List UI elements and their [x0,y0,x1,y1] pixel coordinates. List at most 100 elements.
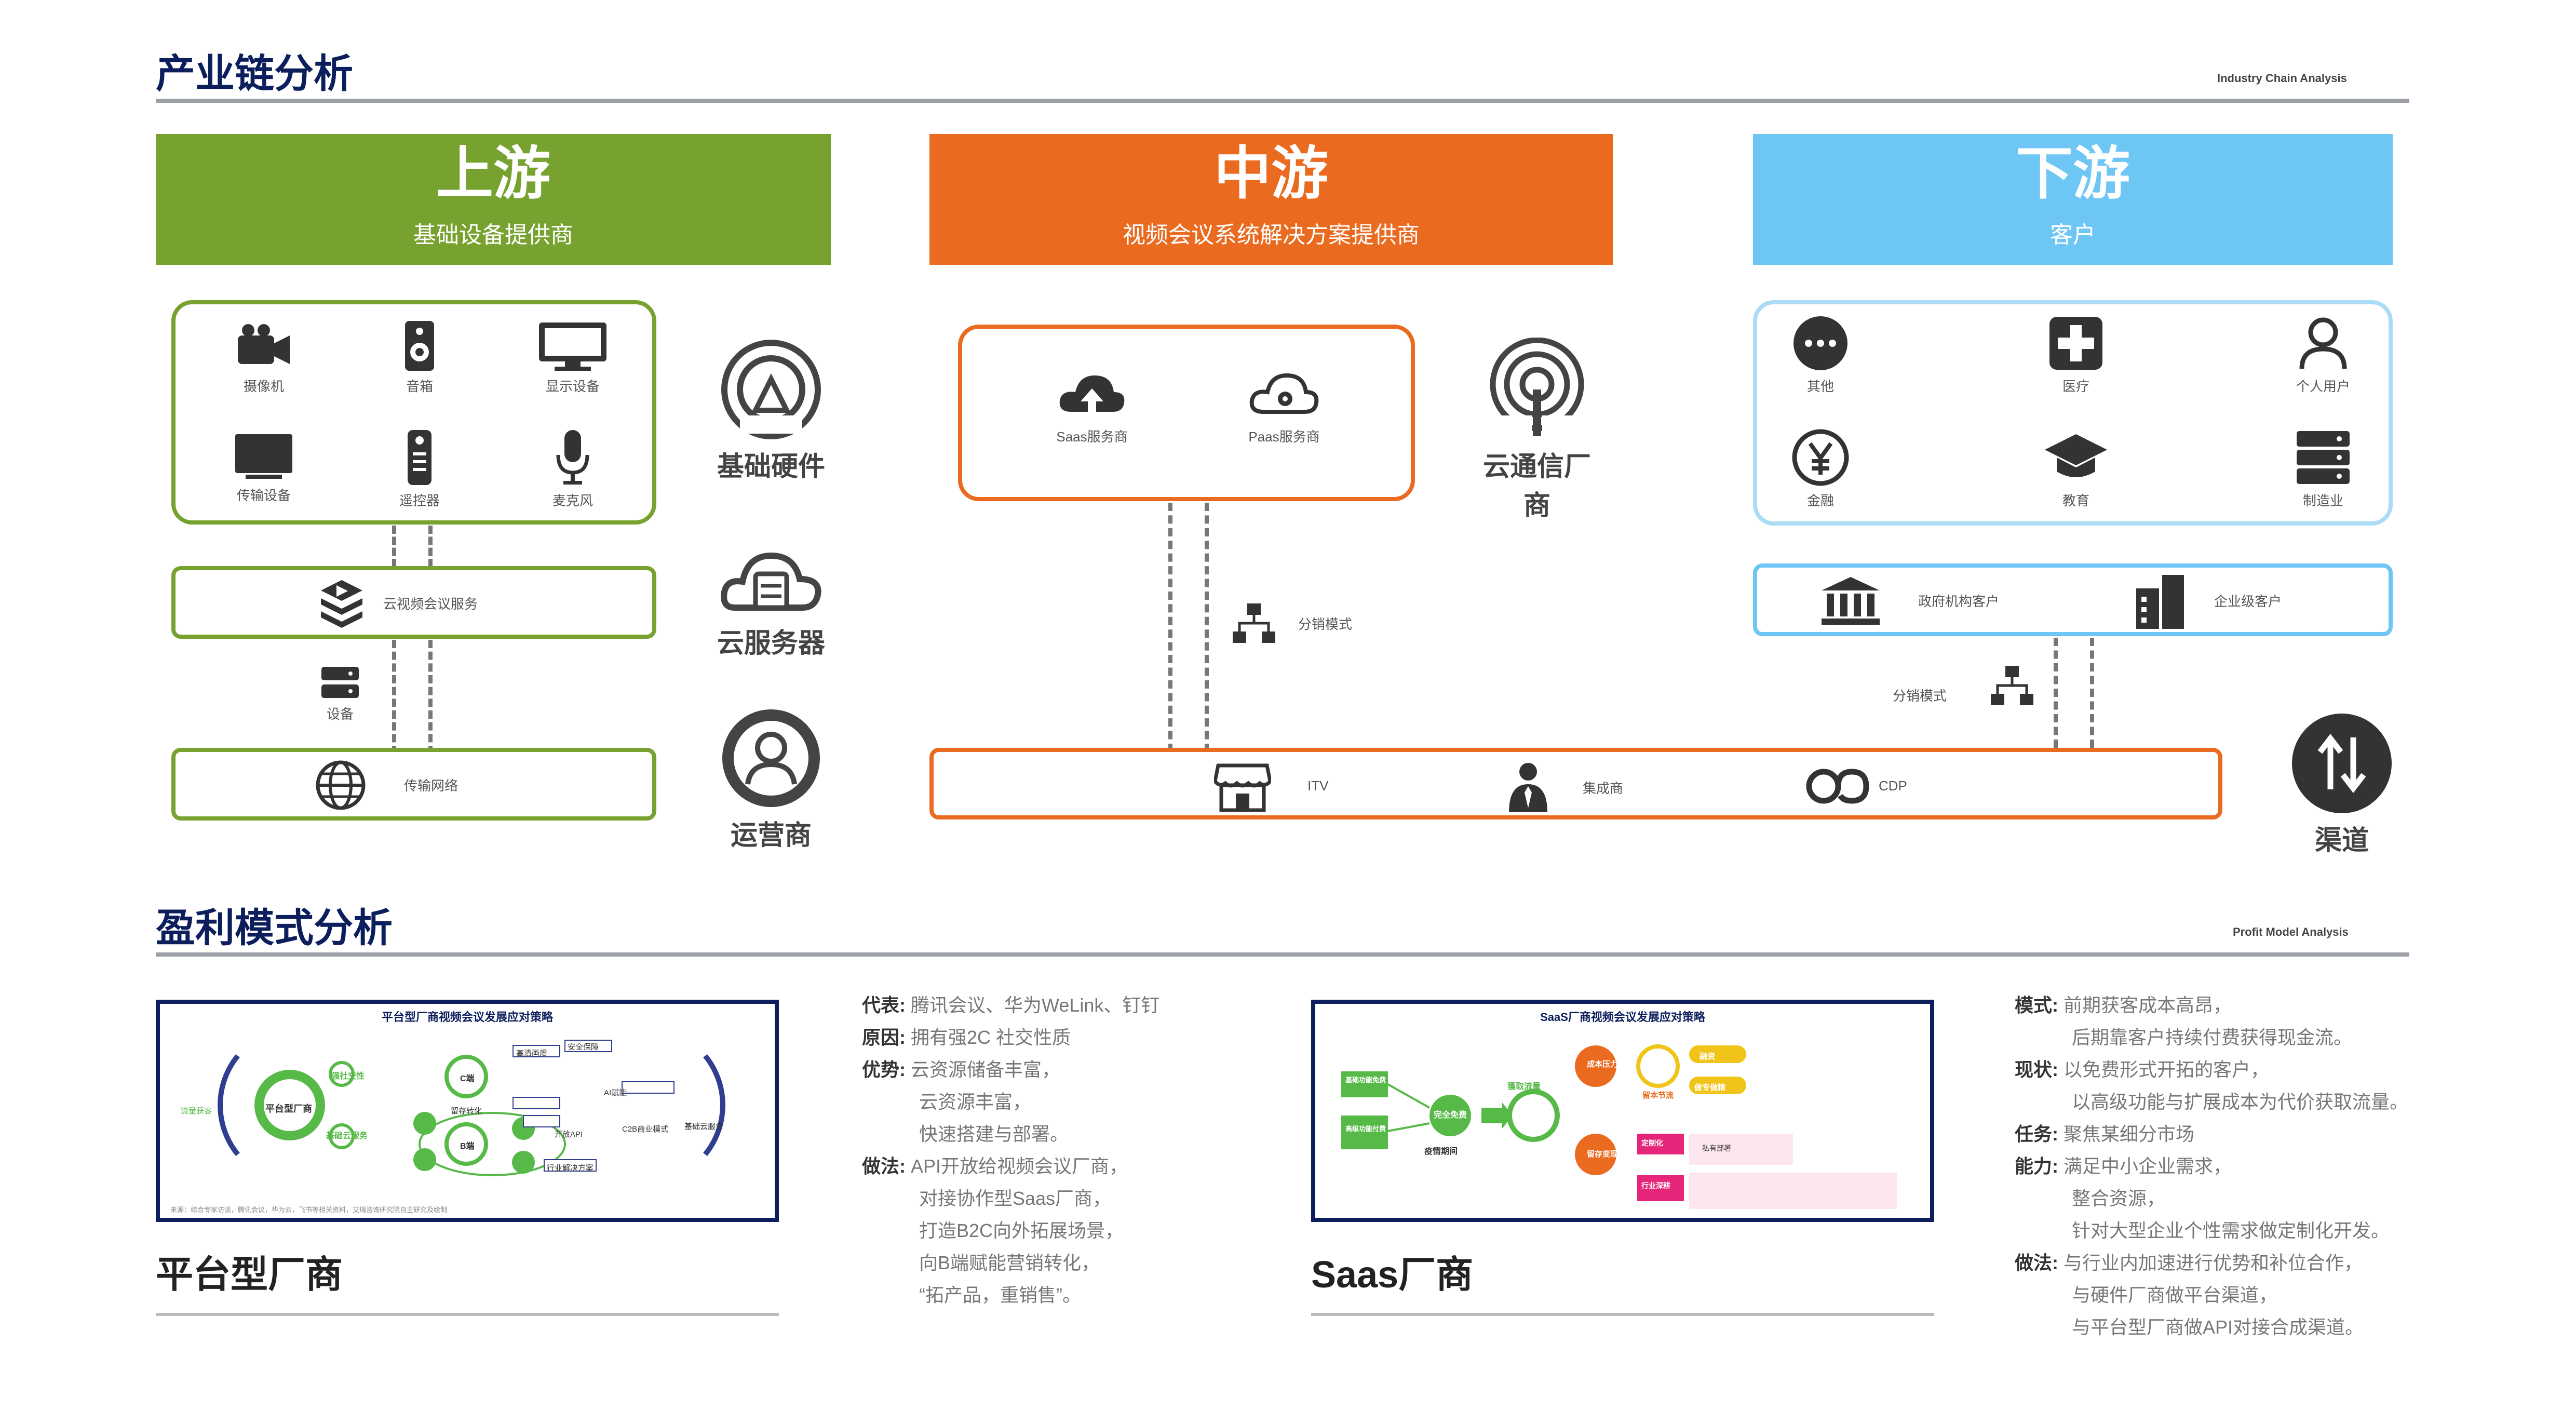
downstream-client-bar: 政府机构客户 企业级客户 [1753,563,2393,636]
downstream-title: 下游 [2016,142,2130,206]
government-building-icon [1822,577,1880,625]
saas-notes: 模式: 前期获客成本高昂， 后期靠客户持续付费获得现金流。 现状: 以免费形式开… [2015,995,2409,1338]
hierarchy-icon-2 [1991,666,2033,705]
saas-figure-label-traffic: 獲取流量 [1507,1082,1541,1091]
downstream-link-2 [2090,638,2094,748]
platform-underline [156,1313,779,1316]
midstream-channel-bar: ITV 集成商 CDP [929,748,2222,819]
saas-figure-label-save: 留本节流 [1642,1091,1674,1100]
saas-name: Saas厂商 [1311,1254,1474,1296]
upstream-side-hardware: 基础硬件 [709,338,833,483]
upstream-bar1-label: 云视频会议服务 [383,596,478,612]
server-stack-icon [2297,431,2350,484]
platform-strategy-figure: 平台型厂商视频会议发展应对策略 平台型厂商 强社交性 基础云服务 C端 B端 留… [156,1000,779,1222]
remote-icon [408,430,431,485]
graduation-cap-icon [2045,434,2107,477]
exchange-arrows-icon [2292,714,2392,813]
channel-cdp-label: CDP [1879,778,1907,794]
saas-figure-label-paid-advanced: 高级功能付费 [1345,1125,1386,1133]
section-rule [156,99,2409,103]
speaker-icon [405,321,434,371]
saas-strategy-figure: SaaS厂商视频会议发展应对策略 基础功能免费 高级功能付费 完全免费 疫情期间… [1311,1000,1934,1222]
midstream-link-1 [1168,503,1172,752]
saas-strategy-diagram [1341,1044,1897,1209]
upstream-device-box: 摄像机 音箱 显示设备 传输设备 遥控器 麦克风 [171,300,656,525]
service-paas: Paas服务商 [1232,370,1336,446]
cloud-server-icon [721,552,821,611]
customer-individual: 个人用户 [2271,315,2375,395]
device-transmission: 传输设备 [212,429,316,504]
globe-icon [316,760,366,810]
midstream-subtitle: 视频会议系统解决方案提供商 [1123,222,1420,248]
integrator-person-icon [1509,763,1547,812]
upstream-link-1 [392,526,396,567]
camera-icon [238,324,290,364]
saas-figure-label-deep: 行业深耕 [1641,1181,1670,1190]
upstream-bar-network: 传输网络 [171,748,656,821]
downstream-band: 下游 客户 [1753,134,2393,265]
midstream-service-box: Saas服务商 Paas服务商 [958,325,1415,501]
platform-figure-center-label: 平台型厂商 [265,1104,312,1114]
downstream-subtitle: 客户 [2050,222,2096,248]
operator-user-icon [722,709,820,807]
upstream-link-3 [392,640,396,754]
more-dots-icon [1793,316,1847,370]
downstream-side-channel: 渠道 [2280,711,2404,857]
section-title-profit-model: 盈利模式分析 [156,906,393,950]
office-building-icon [2136,575,2184,629]
saas-figure-label-pandemic: 疫情期间 [1424,1147,1458,1156]
platform-figure-label-c: C端 [460,1074,475,1083]
cdp-link-icon [1806,769,1869,804]
platform-figure-label-retention: 留存转化 [451,1107,482,1116]
customer-medical: 医疗 [2024,315,2128,395]
device-display: 显示设备 [521,320,625,395]
saas-underline [1311,1313,1934,1316]
downstream-mid-distribution: 分销模式 [1893,665,2035,709]
midstream-side-cloud-comm: 云通信厂商 [1475,338,1599,522]
midstream-mid-distribution: 分销模式 [1231,602,1352,647]
platform-figure-source: 来源：综合专家访谈，腾讯会议，华为云，飞书等相关资料，艾瑞咨询研究院自主研究及绘… [170,1206,448,1214]
saas-figure-label-focus: 做专做精 [1694,1083,1726,1092]
channel-integrator-label: 集成商 [1583,781,1624,796]
saas-figure-label-custom: 定制化 [1641,1139,1663,1147]
section-subtitle-industry-chain: Industry Chain Analysis [2217,72,2347,85]
hardware-signal-icon [721,340,821,439]
section-rule-2 [156,952,2409,957]
customer-other: 其他 [1769,315,1872,395]
downstream-customer-box: 其他 医疗 个人用户 金融 教育 制造业 [1753,300,2393,526]
monitor-icon [539,322,606,371]
upstream-band: 上游 基础设备提供商 [156,134,831,265]
upstream-bar2-label: 传输网络 [404,778,458,794]
upstream-bar-conference: 云视频会议服务 [171,566,656,639]
store-icon [1214,763,1271,812]
platform-figure-label-acquire: 流量获客 [181,1107,212,1116]
device-camera: 摄像机 [212,320,316,395]
platform-figure-label-security: 安全保障 [568,1043,599,1052]
cloud-upload-icon [1059,375,1125,420]
device-microphone: 麦克风 [521,429,625,509]
device-speaker: 音箱 [368,320,471,395]
saas-figure-label-cost: 成本压力 [1586,1060,1618,1069]
user-icon [2299,317,2347,369]
upstream-link-2 [428,526,433,567]
platform-figure-label-industry: 行业解决方案 [547,1164,594,1173]
customer-education: 教育 [2024,429,2128,509]
upstream-subtitle: 基础设备提供商 [413,222,573,248]
gov-client-label: 政府机构客户 [1918,594,2000,609]
upstream-mid-device: 设备 [319,665,361,723]
yen-icon [1792,429,1849,486]
upstream-side-operator: 运营商 [709,706,833,852]
upstream-link-4 [428,640,433,754]
saas-figure-label-private: 私有部署 [1702,1144,1731,1152]
section-subtitle-profit-model: Profit Model Analysis [2233,925,2349,938]
medical-cross-icon [2049,317,2102,370]
saas-figure-label-free-basic: 基础功能免费 [1345,1076,1386,1084]
customer-manufacturing: 制造业 [2271,429,2375,509]
cloud-gear-icon [1249,373,1319,414]
channel-itv-label: ITV [1307,778,1329,794]
midstream-title: 中游 [1214,142,1328,206]
platform-figure-label-cloud-2: 基础云服务 [684,1122,724,1131]
saas-figure-title: SaaS厂商视频会议发展应对策略 [1540,1011,1705,1024]
signal-tower-icon [1490,338,1584,439]
platform-strategy-diagram [218,1040,725,1176]
